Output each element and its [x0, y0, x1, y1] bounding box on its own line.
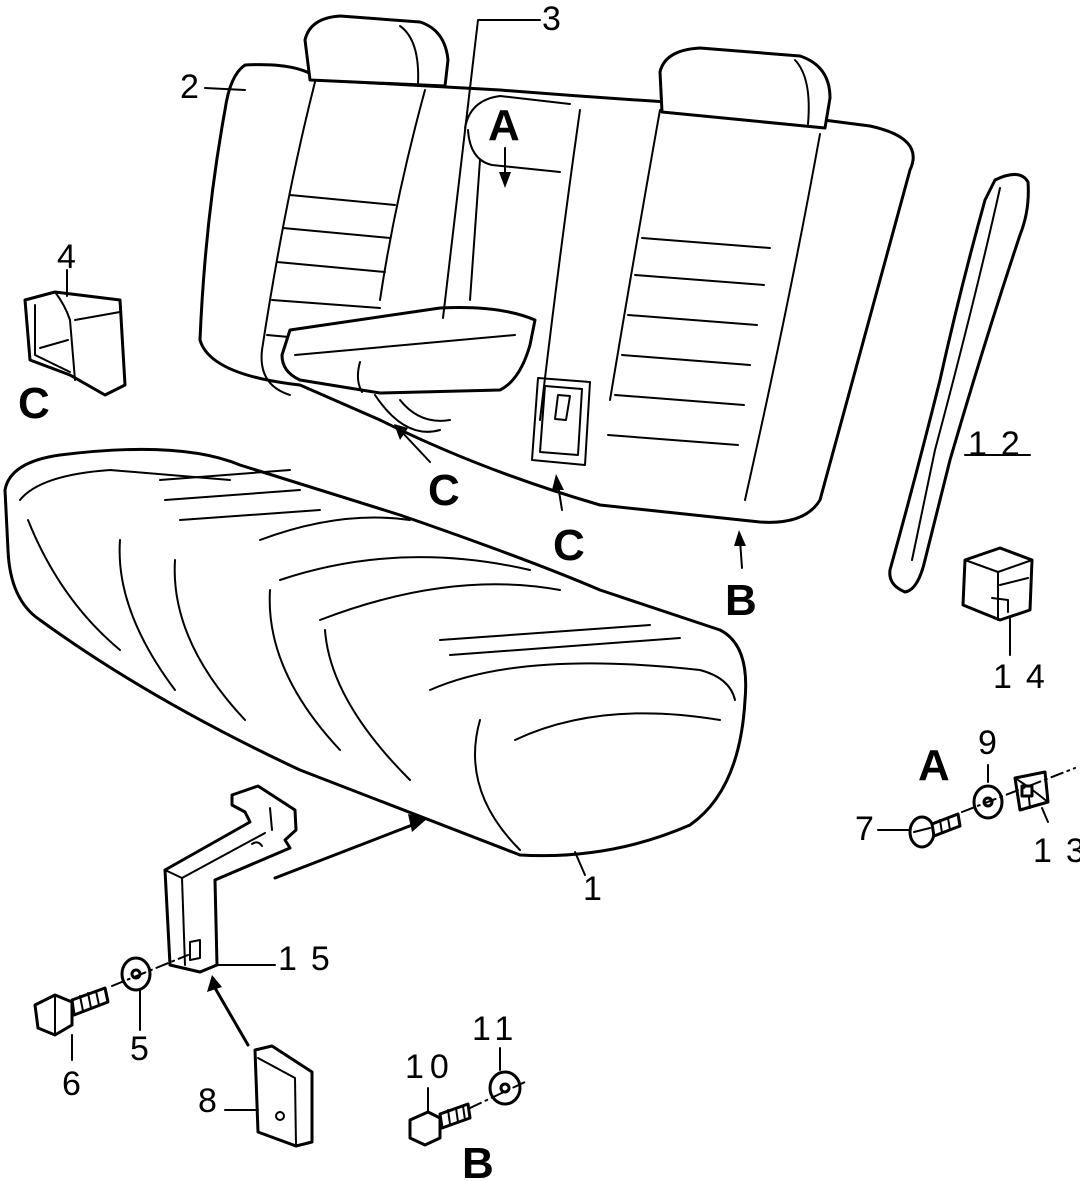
callout-2: 2: [180, 68, 199, 106]
callout-10: 10: [405, 1048, 455, 1086]
part-14-plug: [961, 546, 1034, 622]
callout-4: 4: [57, 238, 76, 276]
callout-12: 12: [968, 425, 1034, 463]
view-letter-c-detail: C: [18, 379, 50, 428]
callout-8: 8: [198, 1082, 217, 1120]
part-12-side-trim: [888, 173, 1030, 594]
callout-14: 14: [993, 658, 1059, 696]
callout-1: 1: [583, 870, 602, 908]
callout-9: 9: [978, 724, 997, 762]
view-letter-a-main: A: [488, 101, 520, 150]
view-letter-b-main: B: [725, 576, 757, 625]
rear-seat-backrest: [198, 14, 915, 524]
assembly-arrows: [207, 147, 746, 1047]
view-letter-a-detail: A: [918, 741, 950, 790]
view-letter-c-main-left: C: [428, 466, 460, 515]
callout-7: 7: [855, 810, 874, 848]
rear-seat-cushion: [3, 447, 748, 858]
callout-numbers: 1 2 3 4 5 6 7 8 9 10 11 12 13 14 15: [57, 0, 1080, 1120]
part-5-washer: [120, 956, 152, 992]
callout-6: 6: [62, 1065, 81, 1103]
callout-15: 15: [278, 940, 344, 978]
part-4-clip: [23, 290, 127, 397]
view-letter-b-detail: B: [462, 1139, 494, 1181]
part-13-nut: [1013, 770, 1050, 812]
callout-11: 11: [472, 1010, 519, 1048]
callout-3: 3: [542, 0, 561, 38]
part-10-bolt: [408, 1102, 472, 1147]
part-7-screw: [908, 812, 962, 849]
callout-13: 13: [1033, 832, 1080, 870]
callout-5: 5: [130, 1030, 149, 1068]
part-8-cover: [253, 1044, 314, 1148]
assembly-center-lines: [111, 767, 1076, 1109]
leader-lines: [66, 19, 1049, 1113]
part-6-bolt: [33, 986, 110, 1037]
view-letter-c-main-right: C: [553, 521, 585, 570]
view-letters: A A B B C C C: [18, 101, 950, 1181]
part-11-washer: [488, 1070, 522, 1106]
part-15-bracket: [163, 784, 298, 974]
